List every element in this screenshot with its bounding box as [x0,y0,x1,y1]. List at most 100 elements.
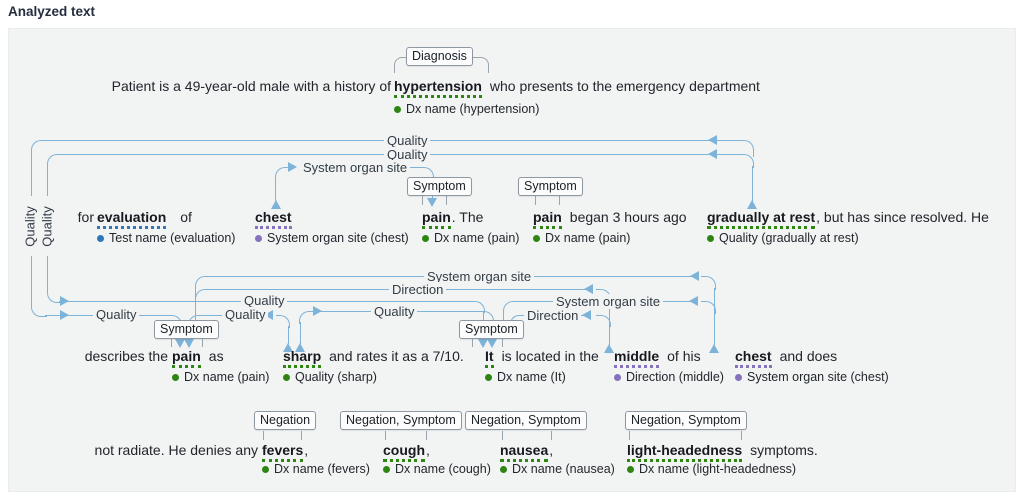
arrow-left-icon [689,296,698,306]
entity-gradually-at-rest[interactable]: gradually at rest [707,209,816,229]
line3-mid-text: as [208,348,224,364]
entity-light-headedness[interactable]: light-headedness [627,442,743,462]
arrow-up-icon [709,344,719,353]
arc-elbow [503,301,516,313]
annotation-middle: Direction (middle) [614,370,724,384]
purple-dot-icon [255,234,262,242]
arc-elbow [470,301,485,313]
arrow-left-icon [264,310,273,320]
arrow-left-icon [690,271,699,281]
annotation-fevers: Dx name (fevers) [262,462,370,476]
green-dot-icon [172,373,179,381]
entity-chest[interactable]: chest [255,209,292,229]
annotation-cough: Dx name (cough) [383,462,491,476]
line3-post-text: and does [779,348,838,364]
arc-elbow [31,300,47,317]
arc-label-quality-vertical: Quality [22,196,39,256]
arc-elbow [195,276,208,288]
arc-label-quality: Quality [222,307,269,322]
green-dot-icon [394,105,401,113]
arrow-left-icon [582,310,591,320]
bracket-tick [629,431,630,440]
arrow-down-icon [175,339,185,348]
green-dot-icon [283,373,290,381]
arc-sharp-stem [287,326,289,344]
arc-elbow [47,154,60,168]
entity-hypertension[interactable]: hypertension [394,78,482,98]
arc-label-quality: Quality [93,307,140,322]
arc-gradually-stem [751,166,753,202]
entity-it[interactable]: It [485,348,494,368]
arc-elbow [421,167,434,179]
entity-pain[interactable]: pain [533,209,562,229]
arrow-left-icon [708,135,717,145]
arc-label-quality: Quality [384,133,431,148]
arc-label-quality: Quality [371,304,418,319]
bracket-tick [426,431,427,440]
arc-elbow [195,289,208,301]
arc-elbow [276,315,290,328]
line3-mid-text: and rates it as a 7/10. [329,348,464,364]
annotation-sharp: Quality (sharp) [283,370,377,384]
arc-elbow [701,301,716,314]
entity-evaluation[interactable]: evaluation [97,209,167,229]
arc-label-direction: Direction [524,308,582,323]
tag-negation-symptom: Negation, Symptom [625,411,747,430]
bracket-tick [559,196,560,205]
entity-nausea[interactable]: nausea [500,442,549,462]
arc-elbow [701,276,716,290]
arrow-left-icon [708,149,717,159]
tag-negation: Negation [254,411,317,430]
green-dot-icon [422,234,429,242]
arc-elbow [275,167,288,179]
arrow-down-icon [478,339,488,348]
tag-symptom: Symptom [154,320,219,339]
line3-pre-text: describes the [84,348,168,364]
bracket-tick [535,196,536,205]
arc-elbow [510,315,523,324]
line4-comma: , [304,442,309,458]
line1-post-text: who presents to the emergency department [489,78,760,94]
arrow-right-icon [60,310,69,320]
entity-chest[interactable]: chest [735,348,772,368]
arrow-right-icon [288,162,297,172]
bracket-tick [472,339,473,347]
arc-elbow [299,311,313,324]
bracket-tick [502,431,503,440]
tag-diagnosis: Diagnosis [406,47,473,66]
arc-line [299,322,301,344]
bracket-tick [502,339,503,347]
line2-post-text: . The [451,209,484,225]
entity-sharp[interactable]: sharp [283,348,322,368]
annotation-nausea: Dx name (nausea) [500,462,615,476]
entity-pain[interactable]: pain [172,348,201,368]
tag-symptom: Symptom [459,320,524,339]
arc-elbow [596,315,611,327]
green-dot-icon [262,465,269,473]
arrow-down-icon [184,339,194,348]
arrow-right-icon [60,296,69,306]
arc-line [408,167,423,168]
line4-post-text: symptoms. [750,442,818,458]
arrow-right-icon [313,306,322,316]
blue-dot-icon [97,234,104,242]
bracket-tick [171,339,172,347]
arc-elbow [479,311,494,323]
page-title: Analyzed text [8,4,96,19]
arc-elbow [47,288,60,303]
green-dot-icon [383,465,390,473]
entity-cough[interactable]: cough [383,442,425,462]
entity-pain[interactable]: pain [422,209,451,229]
line2-post-text: , but has since resolved. He [816,209,989,225]
annotation-light-headedness: Dx name (light-headedness) [627,462,796,476]
line3-mid-text: of his [667,348,701,364]
entity-middle[interactable]: middle [614,348,660,368]
annotation-chest: System organ site (chest) [735,370,889,384]
arc-label-quality-vertical: Quality [39,196,56,256]
tag-symptom: Symptom [407,177,472,196]
entity-fevers[interactable]: fevers [262,442,304,462]
line2-mid-text: of [180,209,192,225]
arc-label-direction: Direction [389,282,447,297]
arc-chest3-stem [713,288,715,345]
annotation-gradually-at-rest: Quality (gradually at rest) [707,231,859,245]
